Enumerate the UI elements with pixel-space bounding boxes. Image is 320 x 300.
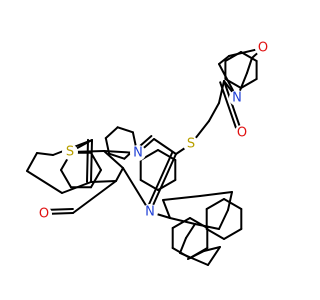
atom-label-background [183,136,199,152]
bond [72,180,117,214]
atom-label-background [36,206,52,222]
bond [219,81,240,136]
naphthalene-ring-bond [171,247,191,259]
pyrimidine-ring-bond [139,179,159,191]
bond [218,80,225,104]
atom-label-background [62,144,78,160]
bond [86,138,89,183]
naphthalene-ring-bond [171,217,191,229]
bond [218,209,229,230]
naphthalene-ring-bond [205,228,225,240]
thiophene-ring-bond [104,137,111,155]
atom-label-n: N [133,146,143,161]
atom-layer: S N S O N O N O [36,40,271,222]
bond [36,152,54,156]
atom-label-background [229,90,245,106]
cyclohexane-ring-bond [90,169,102,189]
morpholine-ring-bond [240,51,258,62]
bond [218,55,230,65]
bond [26,170,63,194]
thiophene-ring-bond [131,131,138,149]
molecule-svg: S N S O N O N O [26,40,271,266]
bond [203,246,221,252]
atom-label-s: S [66,145,74,160]
morpholine-ring-bond [224,78,242,89]
thiophene-ring-bond [108,152,126,160]
bond [185,223,196,239]
atom-label-o: O [39,207,49,222]
thiophene-ring-bond [116,126,134,134]
atom-label-o: O [258,41,268,56]
morpholine-ring-bond [240,78,258,89]
atom-label-o: O [237,126,247,141]
atom-label-background [255,40,271,56]
bond [162,195,201,201]
bond [26,152,38,172]
atom-label-background [234,125,250,141]
bond [223,80,243,134]
bond [162,199,171,219]
bond [208,102,220,122]
cyclohexane-ring-bond [90,151,102,171]
atom-label-background [130,145,146,161]
atom-label-background [142,204,158,220]
bond [199,191,233,197]
atom-label-n: N [145,205,155,220]
morpholine-ring-bond [224,51,242,62]
bond [227,191,233,211]
bond [103,150,124,169]
bond [90,139,93,183]
bond [145,151,174,212]
naphthalene-ring-bond [205,198,225,210]
pyrimidine-ring-bond [157,179,177,191]
bond [115,167,124,182]
atom-label-s: S [187,137,195,152]
naphthalene-ring-bond [223,228,243,240]
bond [149,153,177,213]
bond [169,217,196,225]
pyrimidine-ring-bond [157,149,177,161]
bond [122,167,151,213]
bond [246,57,253,74]
cyclohexane-ring-bond [60,169,72,189]
molecule-structure-diagram: S N S O N O N O [26,40,271,266]
thiophene-ring-bond [104,126,119,140]
naphthalene-ring-bond [189,217,209,229]
bond [179,237,187,254]
bond [207,246,221,266]
naphthalene-ring-bond [189,247,209,259]
atom-label-n: N [232,91,242,106]
naphthalene-ring-bond [223,198,243,210]
